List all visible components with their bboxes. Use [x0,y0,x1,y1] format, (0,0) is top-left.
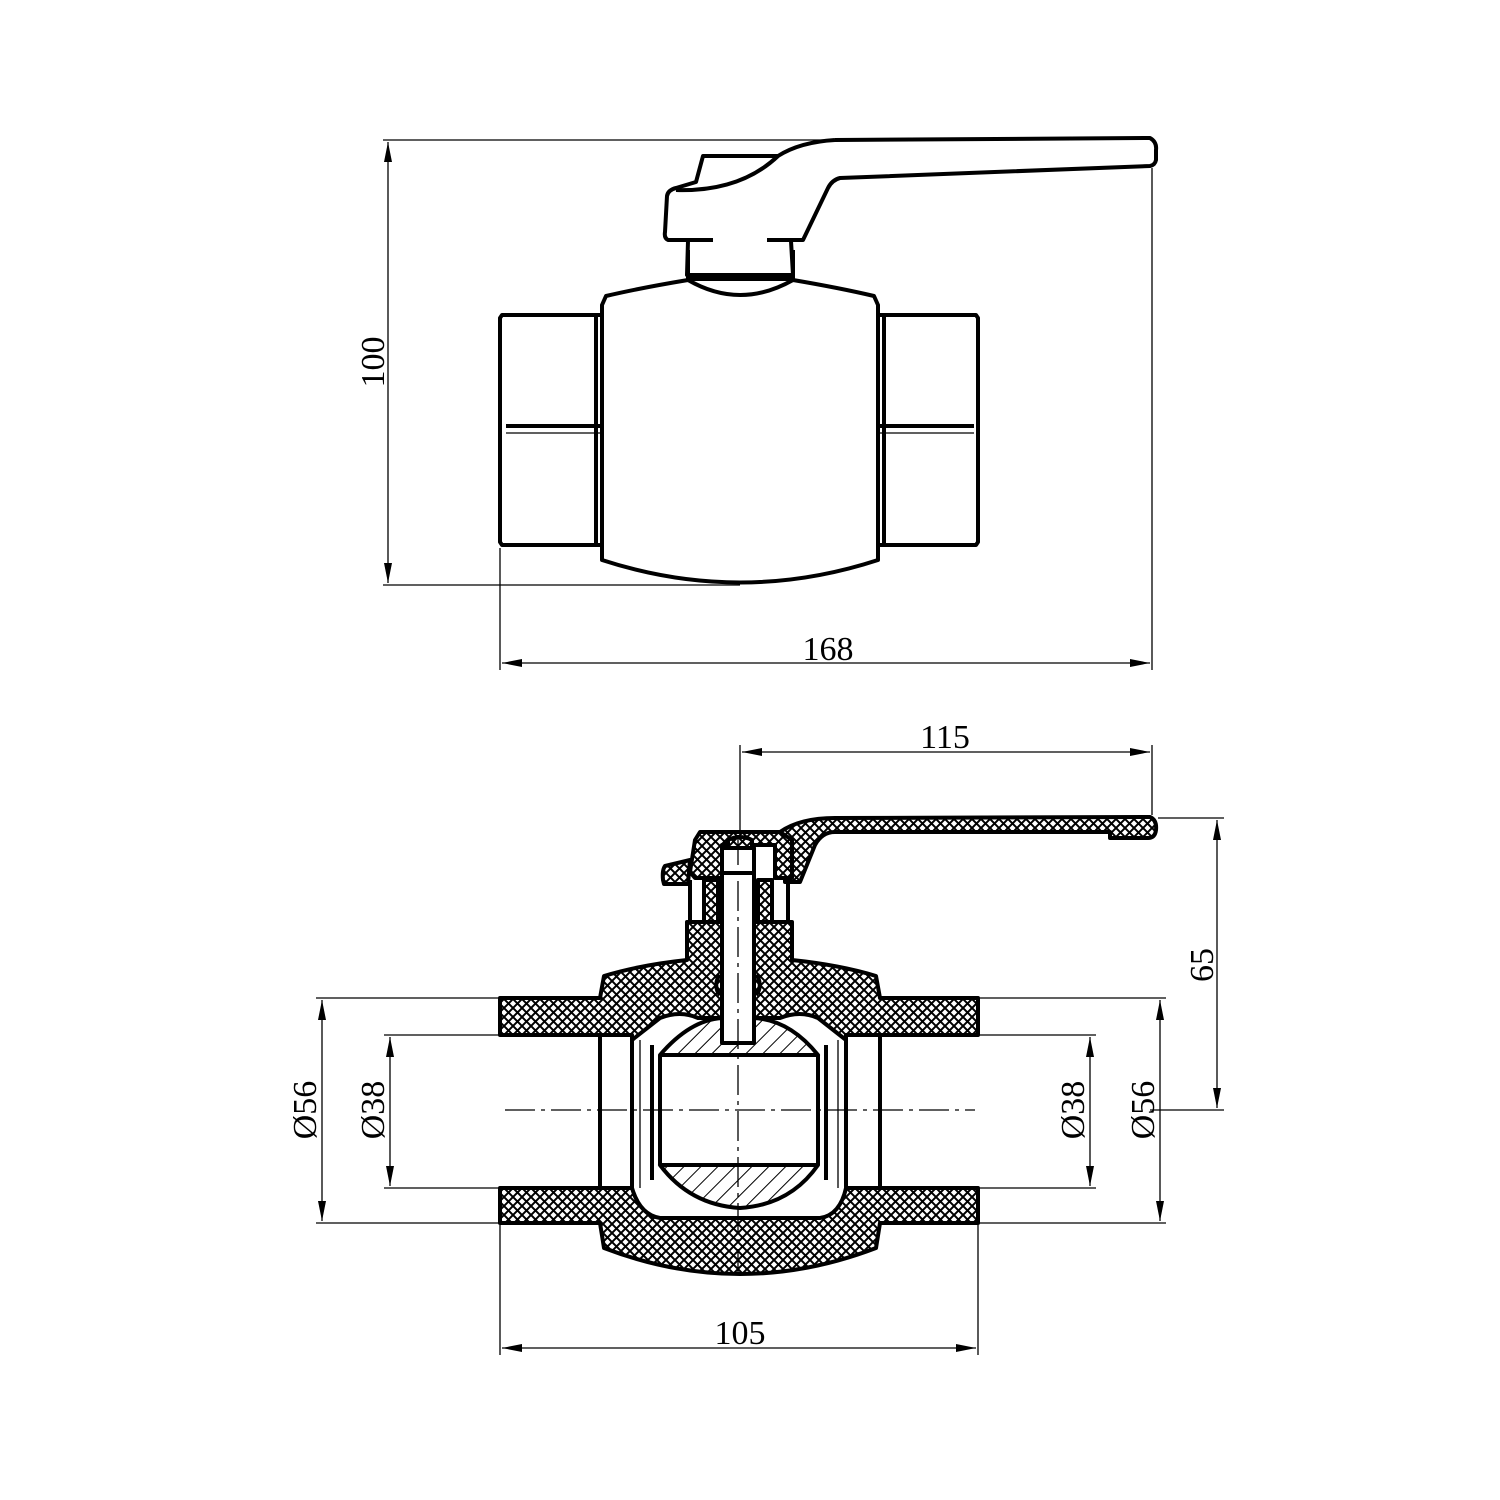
body-length-label: 105 [715,1315,766,1352]
ball [658,1016,820,1210]
length-label: 168 [803,631,854,668]
section-view: 115 65 Ø56 Ø38 Ø38 Ø56 [287,719,1224,1355]
left-port [498,313,602,547]
valve-body [600,250,880,585]
top-view: 100 168 [355,136,1159,670]
section-body [498,920,980,1276]
height-dimension: 100 [355,139,835,586]
handle-length-dimension: 115 [739,719,1153,835]
height-label: 100 [355,337,392,388]
valve-handle [662,136,1159,242]
left-outer-diameter-label: Ø56 [287,1081,324,1140]
body-length-dimension: 105 [499,1225,979,1355]
handle-height-dimension: 65 [1150,817,1224,1111]
left-inner-diameter-label: Ø38 [355,1081,392,1140]
length-dimension: 168 [499,168,1153,670]
right-diameter-dimensions: Ø38 Ø56 [880,997,1166,1224]
handle-height-label: 65 [1184,948,1221,982]
right-outer-diameter-label: Ø56 [1125,1081,1162,1140]
right-inner-diameter-label: Ø38 [1055,1081,1092,1140]
left-diameter-dimensions: Ø56 Ø38 [287,997,600,1224]
centerlines [505,835,975,1275]
handle-length-label: 115 [920,719,970,756]
section-handle [660,815,1159,886]
stem-collar [685,240,795,281]
right-port [878,313,980,547]
